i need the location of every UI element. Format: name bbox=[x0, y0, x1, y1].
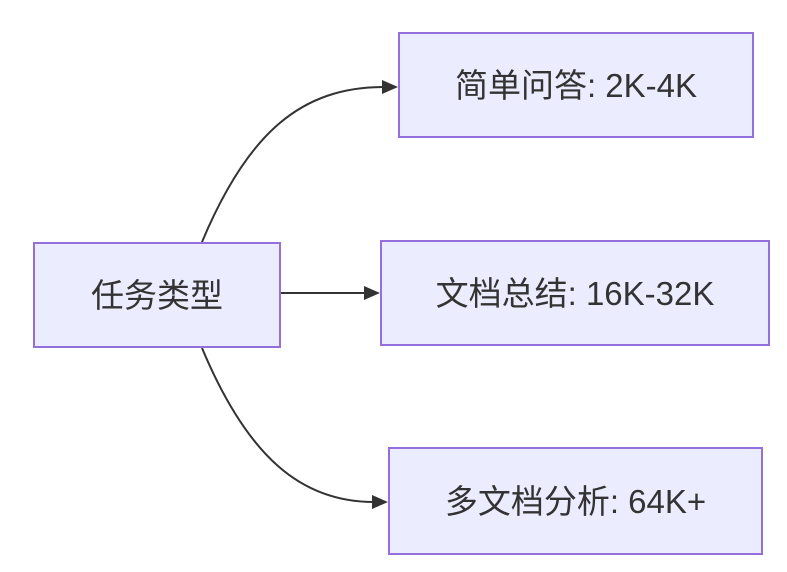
node-simple-qa: 简单问答: 2K-4K bbox=[398, 32, 754, 138]
node-task-type: 任务类型 bbox=[33, 242, 281, 348]
node-doc-summary: 文档总结: 16K-32K bbox=[380, 240, 770, 346]
arrowhead-multi-doc bbox=[372, 495, 388, 509]
node-simple-qa-label: 简单问答: 2K-4K bbox=[454, 66, 698, 104]
node-doc-summary-label: 文档总结: 16K-32K bbox=[435, 274, 715, 312]
node-multi-doc-label: 多文档分析: 64K+ bbox=[444, 482, 707, 520]
node-task-type-label: 任务类型 bbox=[91, 276, 223, 314]
edge-root-to-simple-qa bbox=[201, 86, 385, 243]
edge-root-to-multi-doc bbox=[201, 347, 375, 503]
arrowhead-simple-qa bbox=[382, 80, 398, 94]
arrowhead-doc-summary bbox=[364, 286, 380, 300]
node-multi-doc: 多文档分析: 64K+ bbox=[388, 447, 763, 555]
